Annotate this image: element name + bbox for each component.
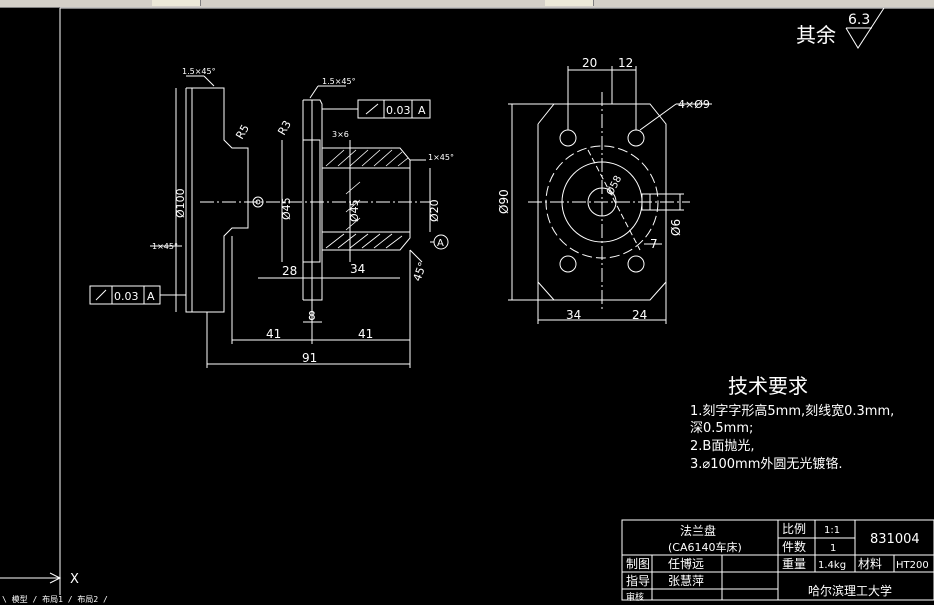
ucs-x-label: X — [70, 572, 79, 587]
tb-scale-value: 1:1 — [824, 525, 840, 536]
title-block — [621, 519, 934, 601]
dia-20-label: Ø20 — [428, 199, 441, 222]
angle-45-label: 45° — [411, 260, 430, 283]
side-dim-20-label: 20 — [582, 56, 597, 70]
dia-100-label: Ø100 — [174, 188, 187, 218]
side-dim-34-label: 34 — [566, 308, 581, 322]
roughness-value: 6.3 — [848, 12, 870, 28]
datum-a-label: A — [437, 238, 444, 249]
tb-weight-label: 重量 — [782, 557, 806, 571]
roughness-symbol — [845, 7, 885, 49]
side-holes-label: 4×Ø9 — [678, 98, 710, 111]
radius-r3-label: R3 — [275, 118, 294, 137]
tb-drawn-by: 任博远 — [668, 556, 704, 571]
hole-label: 3×6 — [332, 130, 349, 139]
side-dia-6-label: Ø6 — [669, 219, 683, 236]
dim-41a-label: 41 — [266, 327, 281, 341]
tb-machine: (CA6140车床) — [668, 540, 742, 554]
tb-scale-label: 比例 — [782, 522, 806, 536]
side-pcd-label: Ø58 — [604, 174, 624, 198]
front-view — [89, 75, 449, 368]
tech-line-1: 1.刻字字形高5mm,刻线宽0.3mm, — [690, 403, 894, 419]
side-dim-24-label: 24 — [632, 308, 647, 322]
tb-weight-value: 1.4kg — [818, 560, 846, 571]
side-view — [508, 66, 712, 324]
side-dia-90-label: Ø90 — [497, 189, 511, 214]
dim-41b-label: 41 — [358, 327, 373, 341]
tb-qty-value: 1 — [830, 543, 836, 554]
boss-outline — [322, 147, 411, 251]
dim-8-label: 8 — [308, 309, 316, 323]
tech-line-4: 3.⌀100mm外圆无光镀铬. — [690, 456, 843, 472]
side-dim-7-label: 7 — [650, 237, 658, 251]
dia-45a-label: Ø45 — [280, 197, 293, 220]
hub-outline — [303, 99, 323, 301]
tb-qty-label: 件数 — [782, 539, 806, 554]
radius-r5-label: R5 — [233, 122, 252, 141]
dim-91-label: 91 — [302, 351, 317, 365]
tech-line-3: 2.B面抛光, — [690, 439, 754, 454]
tech-line-2: 深0.5mm; — [690, 421, 753, 436]
toolbar-button[interactable] — [152, 0, 201, 6]
tb-review-label: 审核 — [626, 591, 644, 603]
roughness-label: 其余 — [796, 23, 836, 47]
runout-top-value: 0.03 — [386, 104, 411, 117]
tb-material-label: 材料 — [858, 557, 882, 571]
tb-school: 哈尔滨理工大学 — [808, 583, 892, 598]
dia-45b-label: Ø45 — [348, 199, 361, 222]
tb-drawn-label: 制图 — [626, 557, 650, 571]
tech-title: 技术要求 — [728, 374, 808, 398]
dim-34-label: 34 — [350, 262, 365, 276]
runout-left-datum: A — [147, 290, 155, 303]
toolbar-button[interactable] — [545, 0, 594, 6]
tb-part-name: 法兰盘 — [680, 523, 716, 538]
chamfer-mid-label: 1.5×45° — [322, 77, 356, 86]
flange-outline — [185, 87, 249, 313]
tb-guide-label: 指导 — [626, 573, 650, 588]
runout-top-datum: A — [418, 104, 426, 117]
tb-guide-by: 张慧萍 — [668, 573, 704, 588]
side-dim-12-label: 12 — [618, 56, 633, 70]
runout-left-value: 0.03 — [114, 290, 139, 303]
tb-drawing-no: 831004 — [870, 532, 920, 547]
chamfer-left-label: 1×45° — [152, 242, 178, 251]
chamfer-top-label: 1.5×45° — [182, 67, 216, 76]
layout-tabs[interactable]: \ 模型 / 布局1 / 布局2 / — [2, 595, 108, 604]
chamfer-right-label: 1×45° — [428, 153, 454, 162]
dim-28-label: 28 — [282, 264, 297, 278]
tb-material-value: HT200 — [896, 560, 929, 571]
